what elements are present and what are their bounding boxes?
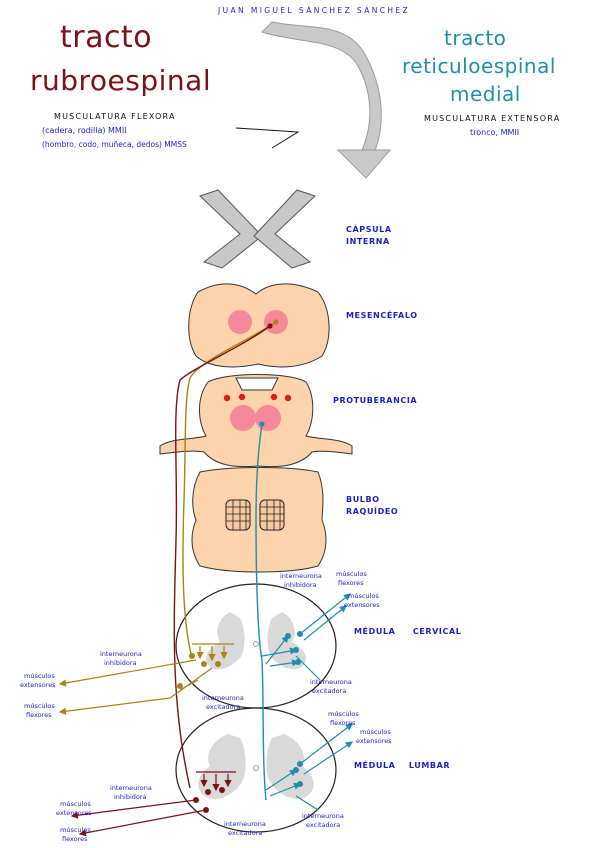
small-link-arrow [235,127,300,149]
l-exc-left-2: excitadora [228,829,263,837]
lumbar-red-neuron-3 [193,797,199,803]
reticulospinal-pathway [255,423,267,801]
cervical-rubro-circuit [58,643,234,715]
mesencefalo-shape [188,283,330,368]
capsula-interna-shape [199,189,316,269]
lumbar-teal-neuron-3 [297,761,303,767]
l-flex-left-2: flexores [62,835,88,843]
red-nucleus-dot-red [267,323,273,329]
c-flex-left-1: músculos [24,702,55,710]
left-musculature: MUSCULATURA FLEXORA [54,112,176,121]
right-title-line2: reticuloespinal [402,54,556,78]
label-protuberancia: PROTUBERANCIA [333,396,418,405]
cervical-reticulo-circuit [261,593,351,681]
cervical-teal-neuron-4 [295,659,301,665]
c-inh-left-1: interneurona [100,650,142,658]
l-exc-left-1: interneurona [224,820,266,828]
c-flex-right-2: flexores [338,579,364,587]
cervical-gold-neuron-4 [177,683,183,689]
cervical-teal-neuron-1 [293,647,299,653]
l-inh-left-1: interneurona [110,784,152,792]
author-name: JUAN MIGUEL SÁNCHEZ SÁNCHEZ [218,6,411,15]
cervical-gold-neuron-2 [215,661,221,667]
right-title-line1: tracto [444,26,507,50]
l-exc-right-1: interneurona [302,812,344,820]
l-flex-left-1: músculos [60,826,91,834]
lumbar-red-neuron-2 [219,787,225,793]
label-bulbo-2: RAQUÍDEO [346,507,399,516]
left-note1: (cadera, rodilla) MMII [42,126,127,135]
cervical-gold-neuron-1 [201,661,207,667]
c-ext-left-2: extensores [20,681,56,689]
cervical-teal-neuron-3 [297,631,303,637]
protuberancia-shape [159,374,353,468]
l-ext-left-1: músculos [60,800,91,808]
l-flex-right-2: flexores [330,719,356,727]
lumbar-red-neuron-1 [205,789,211,795]
l-exc-right-2: excitadora [306,821,341,829]
label-bulbo-1: BULBO [346,495,380,504]
c-ext-right-2: extensores [344,601,380,609]
left-note2: (hombro, codo, muñeca, dedos) MMSS [42,140,187,149]
c-flex-right-1: músculos [336,570,367,578]
reticular-nucleus-dot [259,421,265,427]
right-title-line3: medial [450,82,521,106]
l-inh-left-2: inhibidora [114,793,147,801]
lumbar-rubro-circuit [70,771,236,837]
c-exc-right-1: interneurona [310,678,352,686]
bulbo-shape [191,467,327,573]
cervical-teal-neuron-2 [285,633,291,639]
curved-grey-arrow [261,21,392,179]
left-title-line2: rubroespinal [30,64,212,97]
lumbar-red-neuron-4 [203,807,209,813]
label-capsula-1: CÁPSULA [346,225,392,234]
c-ext-right-1: músculos [348,592,379,600]
label-medula-cervical: MÉDULA CERVICAL [354,627,462,636]
rubrospinal-pathway [173,321,277,789]
l-flex-right-1: músculos [328,710,359,718]
lumbar-teal-neuron-2 [297,781,303,787]
right-note: tronco, MMII [470,128,520,137]
c-exc-left-1: interneurona [202,694,244,702]
red-nucleus-dot-gold [273,319,279,325]
c-exc-left-2: excitadora [206,703,241,711]
c-inh-right-1: interneurona [280,572,322,580]
right-musculature: MUSCULATURA EXTENSORA [424,114,561,123]
c-inh-left-2: inhibidora [104,659,137,667]
l-ext-right-1: músculos [360,728,391,736]
c-inh-right-2: inhibidora [284,581,317,589]
lumbar-reticulo-circuit [265,723,353,811]
label-mesencefalo: MESENCÉFALO [346,311,418,320]
l-ext-right-2: extensores [356,737,392,745]
c-ext-left-1: músculos [24,672,55,680]
label-medula-lumbar: MÉDULA LUMBAR [354,761,451,770]
lumbar-teal-neuron-1 [293,767,299,773]
label-capsula-2: INTERNA [346,237,390,246]
c-exc-right-2: excitadora [312,687,347,695]
left-title-line1: tracto [60,20,153,55]
c-flex-left-2: flexores [26,711,52,719]
l-ext-left-2: extensores [56,809,92,817]
cervical-gold-neuron-3 [189,653,195,659]
